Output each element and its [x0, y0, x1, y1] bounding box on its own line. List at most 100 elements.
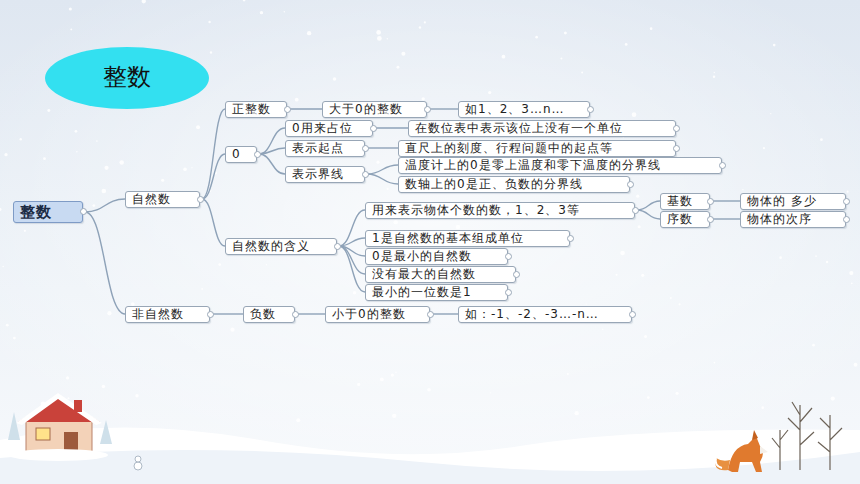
snowflake: [307, 31, 311, 35]
snowflake: [678, 303, 680, 305]
snowflake: [815, 255, 817, 257]
topic-box: 非自然数: [125, 306, 210, 323]
snowflake: [560, 57, 562, 59]
snowflake: [564, 31, 567, 34]
branch-line: [339, 238, 365, 246]
snowflake: [535, 36, 538, 39]
snowflake: [260, 11, 263, 14]
branch-line: [202, 154, 225, 199]
topic-text: 非自然数: [132, 307, 184, 322]
topic-text: 用来表示物体个数的数，1、2、3等: [372, 203, 580, 218]
snowflake: [812, 344, 815, 347]
snowflake: [92, 204, 95, 207]
topic-text: 表示界线: [292, 167, 344, 182]
branch-line: [637, 201, 660, 210]
snowflake: [191, 167, 192, 168]
topic-text: 如：-1、-2、-3…-n…: [465, 307, 599, 322]
snowflake: [47, 109, 50, 112]
topic-box: 表示界线: [285, 166, 365, 183]
snowflake: [761, 406, 764, 409]
snowflake: [0, 208, 2, 211]
branch-line: [712, 200, 740, 201]
snowflake: [713, 75, 715, 77]
topic-box: 1是自然数的基本组成单位: [365, 230, 570, 247]
snowflake: [670, 297, 672, 299]
snowflake: [650, 27, 653, 30]
snowflake: [43, 157, 46, 160]
snowflake: [419, 26, 421, 28]
snowflake: [393, 220, 397, 224]
snowflakes: [0, 0, 857, 422]
branch-line: [367, 174, 398, 184]
snowflake: [376, 161, 379, 164]
topic-box: 基数: [660, 193, 710, 210]
topic-text: 正整数: [232, 102, 271, 117]
topic-text: 温度计上的0是零上温度和零下温度的分界线: [405, 158, 661, 173]
snowflake: [641, 274, 644, 277]
topic-box: 序数: [660, 211, 710, 228]
topic-text: 直尺上的刻度、行程问题中的起点等: [405, 141, 613, 156]
snowflake: [820, 138, 823, 141]
topic-text: 自然数: [132, 192, 171, 207]
snowflake: [208, 21, 210, 23]
topic-box: 没有最大的自然数: [365, 266, 516, 283]
branch-line: [297, 313, 325, 314]
snowflake: [424, 21, 426, 23]
title-ellipse: [45, 47, 209, 109]
snowflake: [770, 113, 771, 114]
topic-box: 大于0的整数: [322, 101, 427, 118]
snowflake: [714, 362, 716, 364]
topic-box: 用来表示物体个数的数，1、2、3等: [365, 202, 635, 219]
snowflake: [104, 166, 108, 170]
topic-box: 0是最小的自然数: [365, 248, 508, 265]
branch-line: [429, 108, 458, 109]
snowflake: [602, 329, 604, 331]
snowflake: [69, 7, 72, 10]
snowflake: [490, 392, 491, 393]
topic-box: 物体的次序: [740, 211, 846, 228]
title: 整数: [45, 60, 209, 94]
branch-line: [375, 127, 408, 128]
branch-line: [339, 210, 365, 246]
snowflake: [296, 418, 300, 422]
snowflake: [19, 138, 21, 140]
branch-line: [202, 109, 225, 199]
topic-text: 如1、2、3…n…: [465, 102, 565, 117]
snowflake: [620, 251, 625, 256]
topic-text: 0是最小的自然数: [372, 249, 472, 264]
snow-house: [8, 393, 142, 470]
snowflake: [76, 151, 77, 152]
snowflake: [396, 66, 399, 69]
snowflake: [392, 414, 396, 418]
snowflake: [391, 373, 394, 376]
topic-box: 温度计上的0是零上温度和零下温度的分界线: [398, 157, 722, 174]
snowflake: [779, 256, 782, 259]
snowflake: [70, 28, 72, 30]
topic-text: 负数: [250, 307, 276, 322]
snowflake: [24, 230, 26, 232]
snowflake: [849, 271, 853, 275]
snowflake: [67, 397, 69, 399]
winter-trees: [772, 402, 842, 470]
topic-box: 如：-1、-2、-3…-n…: [458, 306, 632, 323]
topic-text: 数轴上的0是正、负数的分界线: [405, 177, 583, 192]
snowflake: [230, 328, 234, 332]
snowflake: [295, 98, 299, 102]
snowflake: [502, 55, 506, 59]
snowflake: [243, 0, 246, 1]
topic-box: 正整数: [225, 101, 287, 118]
snowflake: [333, 77, 337, 81]
branch-line: [202, 199, 225, 246]
snowflake: [218, 263, 221, 266]
snowflake: [427, 388, 431, 392]
snowflake: [854, 363, 858, 367]
snowflake: [647, 396, 650, 399]
snow-ground: [0, 428, 860, 484]
snowflake: [377, 36, 382, 41]
snowflake: [395, 371, 397, 373]
snowflake: [6, 324, 9, 327]
branch-line: [432, 313, 458, 314]
snowflake: [380, 378, 384, 382]
branch-line: [212, 313, 243, 314]
